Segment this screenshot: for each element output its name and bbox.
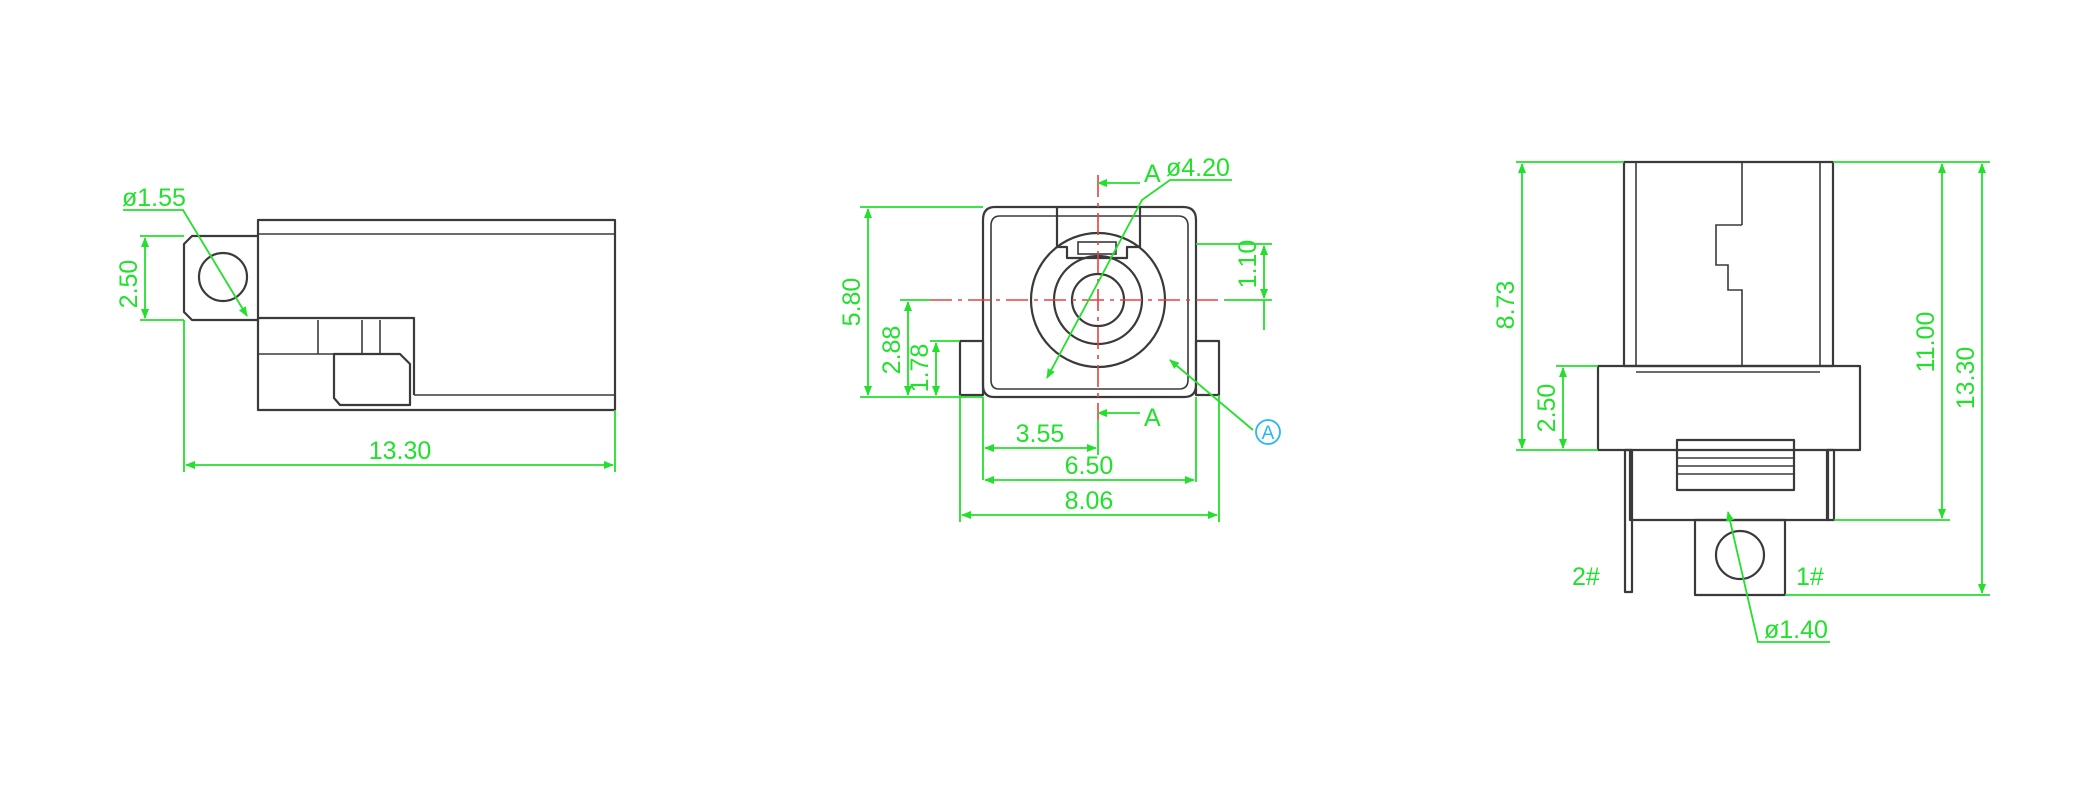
dim-top-total-height: 13.30 [1952,347,1980,410]
pin-1-label: 1# [1796,563,1824,591]
top-tab-hole [1714,529,1766,581]
dim-top-height: 11.00 [1912,312,1940,373]
front-latch [1077,241,1117,255]
balloon-label: A [1262,423,1275,444]
dim-front-mid-height: 2.88 [878,326,906,375]
dim-side-length: 13.30 [369,437,432,465]
balloon-leader [1169,359,1254,431]
dim-front-half-width: 3.55 [1016,420,1065,448]
dim-top-hole-dia: ø1.40 [1764,616,1828,644]
top-view: 2# 1# ø1.40 8.73 2.50 11.00 13.30 [1492,160,1990,644]
top-body-outline [1622,160,1835,368]
top-flange [1596,364,1862,452]
top-bottom-tab [1693,518,1787,597]
dim-top-body-height: 8.73 [1492,281,1520,330]
top-connector-window [1675,438,1796,492]
side-body-outline [256,218,617,412]
side-contact-block [332,352,412,407]
section-label-top: A [1144,160,1161,188]
top-notch [1715,224,1743,366]
top-lower-housing [1628,450,1830,522]
dim-leader-bore [1046,179,1232,379]
front-view: A A ø4.20 A 1.10 5.80 2.88 1.78 [838,154,1281,522]
front-flange-right [1194,339,1221,397]
dim-front-body-width: 6.50 [1065,452,1114,480]
dim-leader-top-hole [1726,511,1830,643]
pin-2-leg [1623,448,1634,594]
side-tab-hole [197,251,249,303]
dim-leader-hole [123,209,248,317]
dim-top-flange-height: 2.50 [1533,384,1561,433]
side-lower-step [256,316,416,395]
dim-bore-dia: ø4.20 [1166,154,1230,182]
pin-1-leg [1825,448,1836,522]
dim-front-low-height: 1.78 [906,344,934,393]
front-housing-inner [990,215,1189,390]
dim-front-height: 5.80 [838,278,866,327]
dim-front-total-width: 8.06 [1065,487,1114,515]
side-tab [182,234,258,322]
side-view: ø1.55 2.50 13.30 [115,184,617,472]
section-label-bottom: A [1144,404,1161,432]
front-housing-outer [981,205,1198,399]
dim-side-height: 2.50 [115,260,143,309]
front-flange-left [958,339,985,397]
dim-hole-dia: ø1.55 [122,184,186,212]
balloon-circle [1255,419,1281,445]
dim-top-offset: 1.10 [1234,240,1262,289]
pin-2-label: 2# [1572,563,1600,591]
